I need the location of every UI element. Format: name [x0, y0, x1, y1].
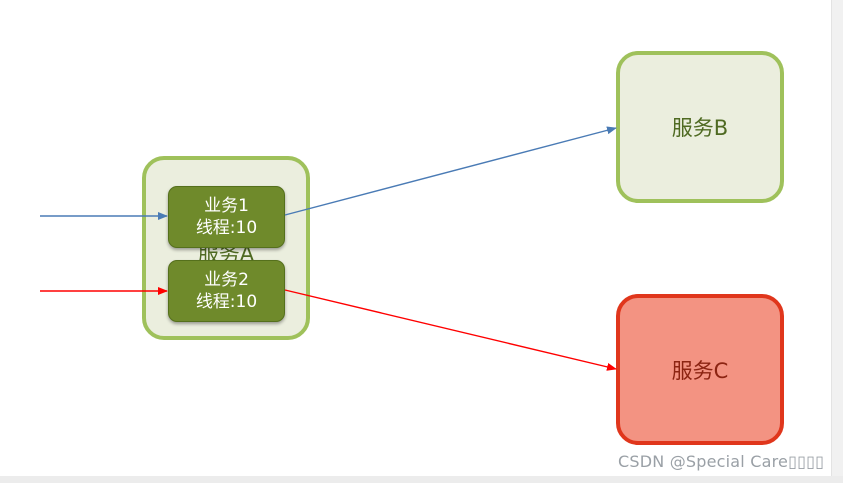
service-b-box: 服务B — [616, 51, 784, 203]
arrow-business-2-to-service-c — [284, 289, 617, 371]
arrow-business-1-to-service-b — [284, 126, 617, 216]
service-c-box: 服务C — [616, 294, 784, 445]
csdn-watermark: CSDN @Special Care▯▯▯▯ — [618, 452, 825, 471]
business-2-name: 业务2 — [204, 270, 249, 290]
service-c-label: 服务C — [671, 358, 729, 383]
service-b-label: 服务B — [671, 116, 729, 140]
business-2-box: 业务2 线程:10 — [168, 260, 285, 322]
business-1-threads: 线程:10 — [195, 218, 258, 238]
business-1-name: 业务1 — [204, 196, 249, 216]
vertical-scrollbar[interactable] — [831, 0, 843, 483]
business-2-threads: 线程:10 — [195, 292, 258, 312]
horizontal-scrollbar[interactable] — [0, 476, 843, 483]
business-1-box: 业务1 线程:10 — [168, 186, 285, 248]
